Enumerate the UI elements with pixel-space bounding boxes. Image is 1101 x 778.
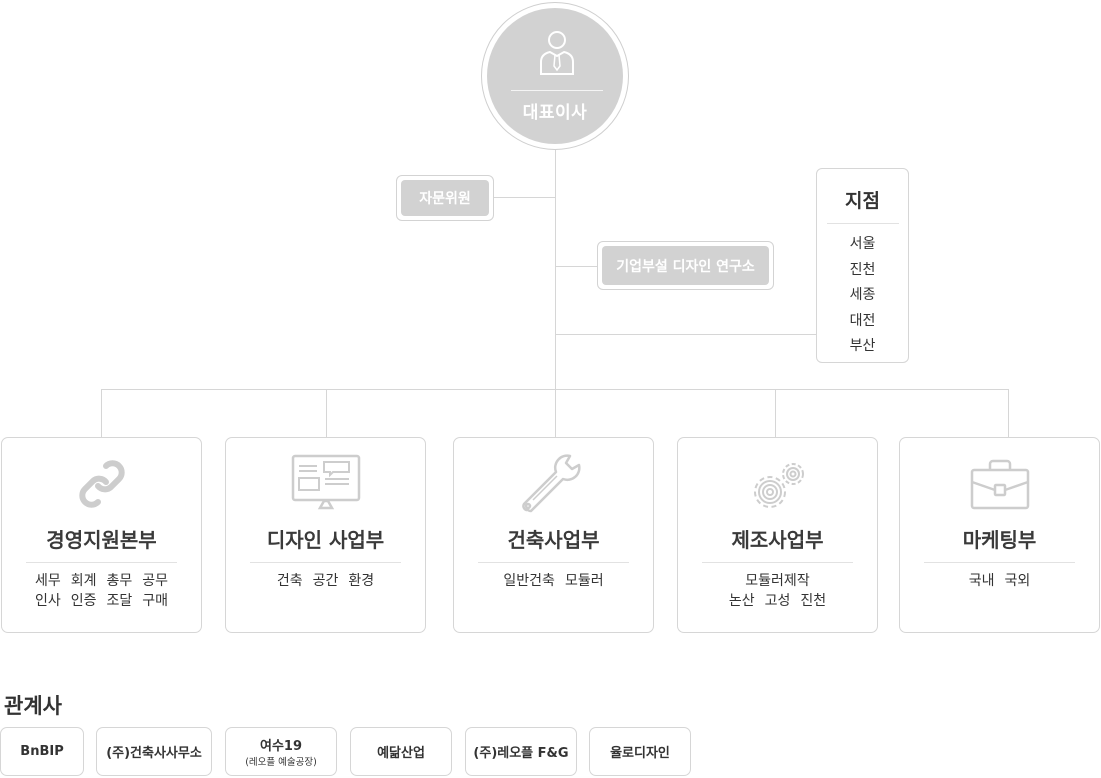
dept-card-management[interactable]: 경영지원본부 세무 회계 총무 공무 인사 인증 조달 구매: [1, 437, 202, 633]
dept-item: 공무: [142, 573, 169, 589]
affiliate-label: BnBIP: [20, 744, 64, 759]
affiliate-label: (주)건축사사무소: [106, 746, 202, 761]
dept-drop-5: [1008, 389, 1009, 437]
dept-items: 건축 공간 환경: [226, 571, 425, 591]
branch-item: 서울: [849, 236, 876, 252]
dept-drop-1: [101, 389, 102, 437]
dept-item: 모듈러: [564, 573, 604, 589]
dept-drop-2: [326, 389, 327, 437]
dept-items: 세무 회계 총무 공무 인사 인증 조달 구매: [2, 571, 201, 611]
dept-item: 세무: [34, 573, 61, 589]
affiliate-sublabel: (레오플 예술공장): [245, 757, 317, 768]
dept-item: 건축: [276, 573, 303, 589]
dept-card-manufacturing[interactable]: 제조사업부 모듈러제작 논산 고성 진천: [677, 437, 878, 633]
dept-title: 제조사업부: [731, 528, 824, 552]
dept-item: 인증: [70, 593, 97, 609]
ceo-divider: [511, 90, 603, 91]
briefcase-icon: [970, 459, 1029, 510]
dept-divider: [250, 562, 401, 563]
affiliates-title: 관계사: [4, 694, 62, 718]
dept-item: 일반건축: [503, 573, 555, 589]
dept-item: 인사: [34, 593, 61, 609]
dept-item: 모듈러제작: [745, 573, 810, 589]
dept-bus-line: [101, 389, 1009, 390]
trunk-line: [555, 150, 556, 438]
branch-item: 진천: [849, 261, 876, 278]
dept-item: 구매: [142, 593, 169, 609]
dept-card-design[interactable]: 디자인 사업부 건축 공간 환경: [225, 437, 426, 633]
dept-title: 디자인 사업부: [266, 528, 385, 552]
affiliate-item[interactable]: 예닮산업: [350, 727, 452, 776]
branch-item: 부산: [849, 338, 876, 354]
monitor-icon: [291, 454, 360, 510]
advisory-node[interactable]: 자문위원: [396, 175, 494, 221]
affiliate-label: 예닮산업: [377, 746, 425, 761]
dept-item: 논산: [728, 593, 755, 609]
affiliate-item[interactable]: 여수19 (레오플 예술공장): [225, 727, 337, 776]
branch-item: 대전: [849, 312, 876, 329]
affiliate-item[interactable]: (주)건축사사무소: [96, 727, 212, 776]
advisory-connector: [493, 197, 555, 198]
dept-card-marketing[interactable]: 마케팅부 국내 국외: [899, 437, 1100, 633]
gears-icon: [753, 463, 804, 508]
lab-node[interactable]: 기업부설 디자인 연구소: [597, 241, 774, 290]
affiliate-label: 여수19: [259, 739, 302, 754]
branch-connector: [555, 334, 816, 335]
dept-items: 모듈러제작 논산 고성 진천: [678, 571, 877, 611]
dept-item: 공간: [312, 573, 339, 589]
branch-node[interactable]: 지점 서울 진천 세종 대전 부산: [816, 168, 909, 363]
ceo-label: 대표이사: [522, 103, 588, 123]
dept-item: 환경: [348, 573, 375, 589]
advisory-label: 자문위원: [401, 180, 489, 216]
dept-item: 고성: [764, 593, 791, 609]
dept-item: 진천: [800, 593, 827, 609]
dept-drop-4: [775, 389, 776, 437]
affiliate-label: 율로디자인: [610, 746, 670, 761]
dept-divider: [26, 562, 177, 563]
dept-divider: [478, 562, 629, 563]
dept-items: 국내 국외: [900, 571, 1099, 591]
dept-title: 마케팅부: [962, 528, 1037, 552]
dept-item: 조달: [106, 593, 133, 609]
dept-item: 국내: [968, 573, 995, 589]
ceo-node[interactable]: 대표이사: [481, 2, 629, 150]
affiliate-item[interactable]: (주)레오플 F&G: [465, 727, 577, 776]
affiliate-item[interactable]: 율로디자인: [589, 727, 691, 776]
dept-title: 경영지원본부: [46, 528, 157, 552]
dept-divider: [702, 562, 853, 563]
dept-items: 일반건축 모듈러: [454, 571, 653, 591]
link-icon: [78, 460, 125, 508]
lab-connector: [555, 266, 598, 267]
dept-divider: [924, 562, 1075, 563]
wrench-icon: [521, 454, 581, 513]
branch-divider: [826, 223, 899, 224]
lab-label: 기업부설 디자인 연구소: [602, 246, 769, 285]
dept-item: 총무: [106, 573, 133, 589]
person-tie-icon: [540, 31, 574, 75]
dept-item: 국외: [1004, 573, 1031, 589]
dept-item: 회계: [70, 573, 97, 589]
branch-item: 세종: [849, 287, 876, 303]
branch-title: 지점: [845, 190, 880, 212]
affiliate-label: (주)레오플 F&G: [473, 746, 569, 761]
affiliate-item[interactable]: BnBIP: [0, 727, 84, 776]
dept-card-architecture[interactable]: 건축사업부 일반건축 모듈러: [453, 437, 654, 633]
dept-title: 건축사업부: [507, 528, 600, 552]
